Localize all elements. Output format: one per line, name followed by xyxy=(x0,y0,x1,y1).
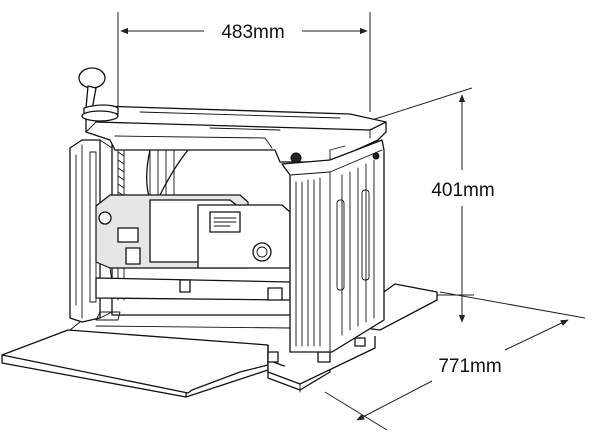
motor-assembly xyxy=(95,194,291,283)
left-column xyxy=(69,139,113,323)
depth-label: 771mm xyxy=(438,356,501,377)
planer xyxy=(1,67,438,398)
width-dimension: 483mm xyxy=(117,12,371,112)
switch-icon xyxy=(125,247,141,265)
bolt-icon xyxy=(98,211,112,225)
base xyxy=(267,336,376,393)
depth-arrow-front xyxy=(356,380,433,421)
gauge-icon xyxy=(252,242,272,262)
width-label: 483mm xyxy=(221,22,284,43)
height-extension-line-top xyxy=(371,87,473,121)
depth-handle xyxy=(78,67,119,122)
lock-knob-icon xyxy=(290,152,302,164)
height-label: 401mm xyxy=(431,180,494,201)
depth-arrow-back xyxy=(504,319,569,351)
handle-knob-icon xyxy=(78,67,106,89)
depth-extension-line-back xyxy=(439,291,586,319)
front-table xyxy=(1,321,269,398)
depth-dimension: 771mm xyxy=(324,291,586,431)
depth-extension-line-front xyxy=(324,391,388,431)
screw-icon xyxy=(372,152,380,160)
right-housing xyxy=(281,139,385,353)
